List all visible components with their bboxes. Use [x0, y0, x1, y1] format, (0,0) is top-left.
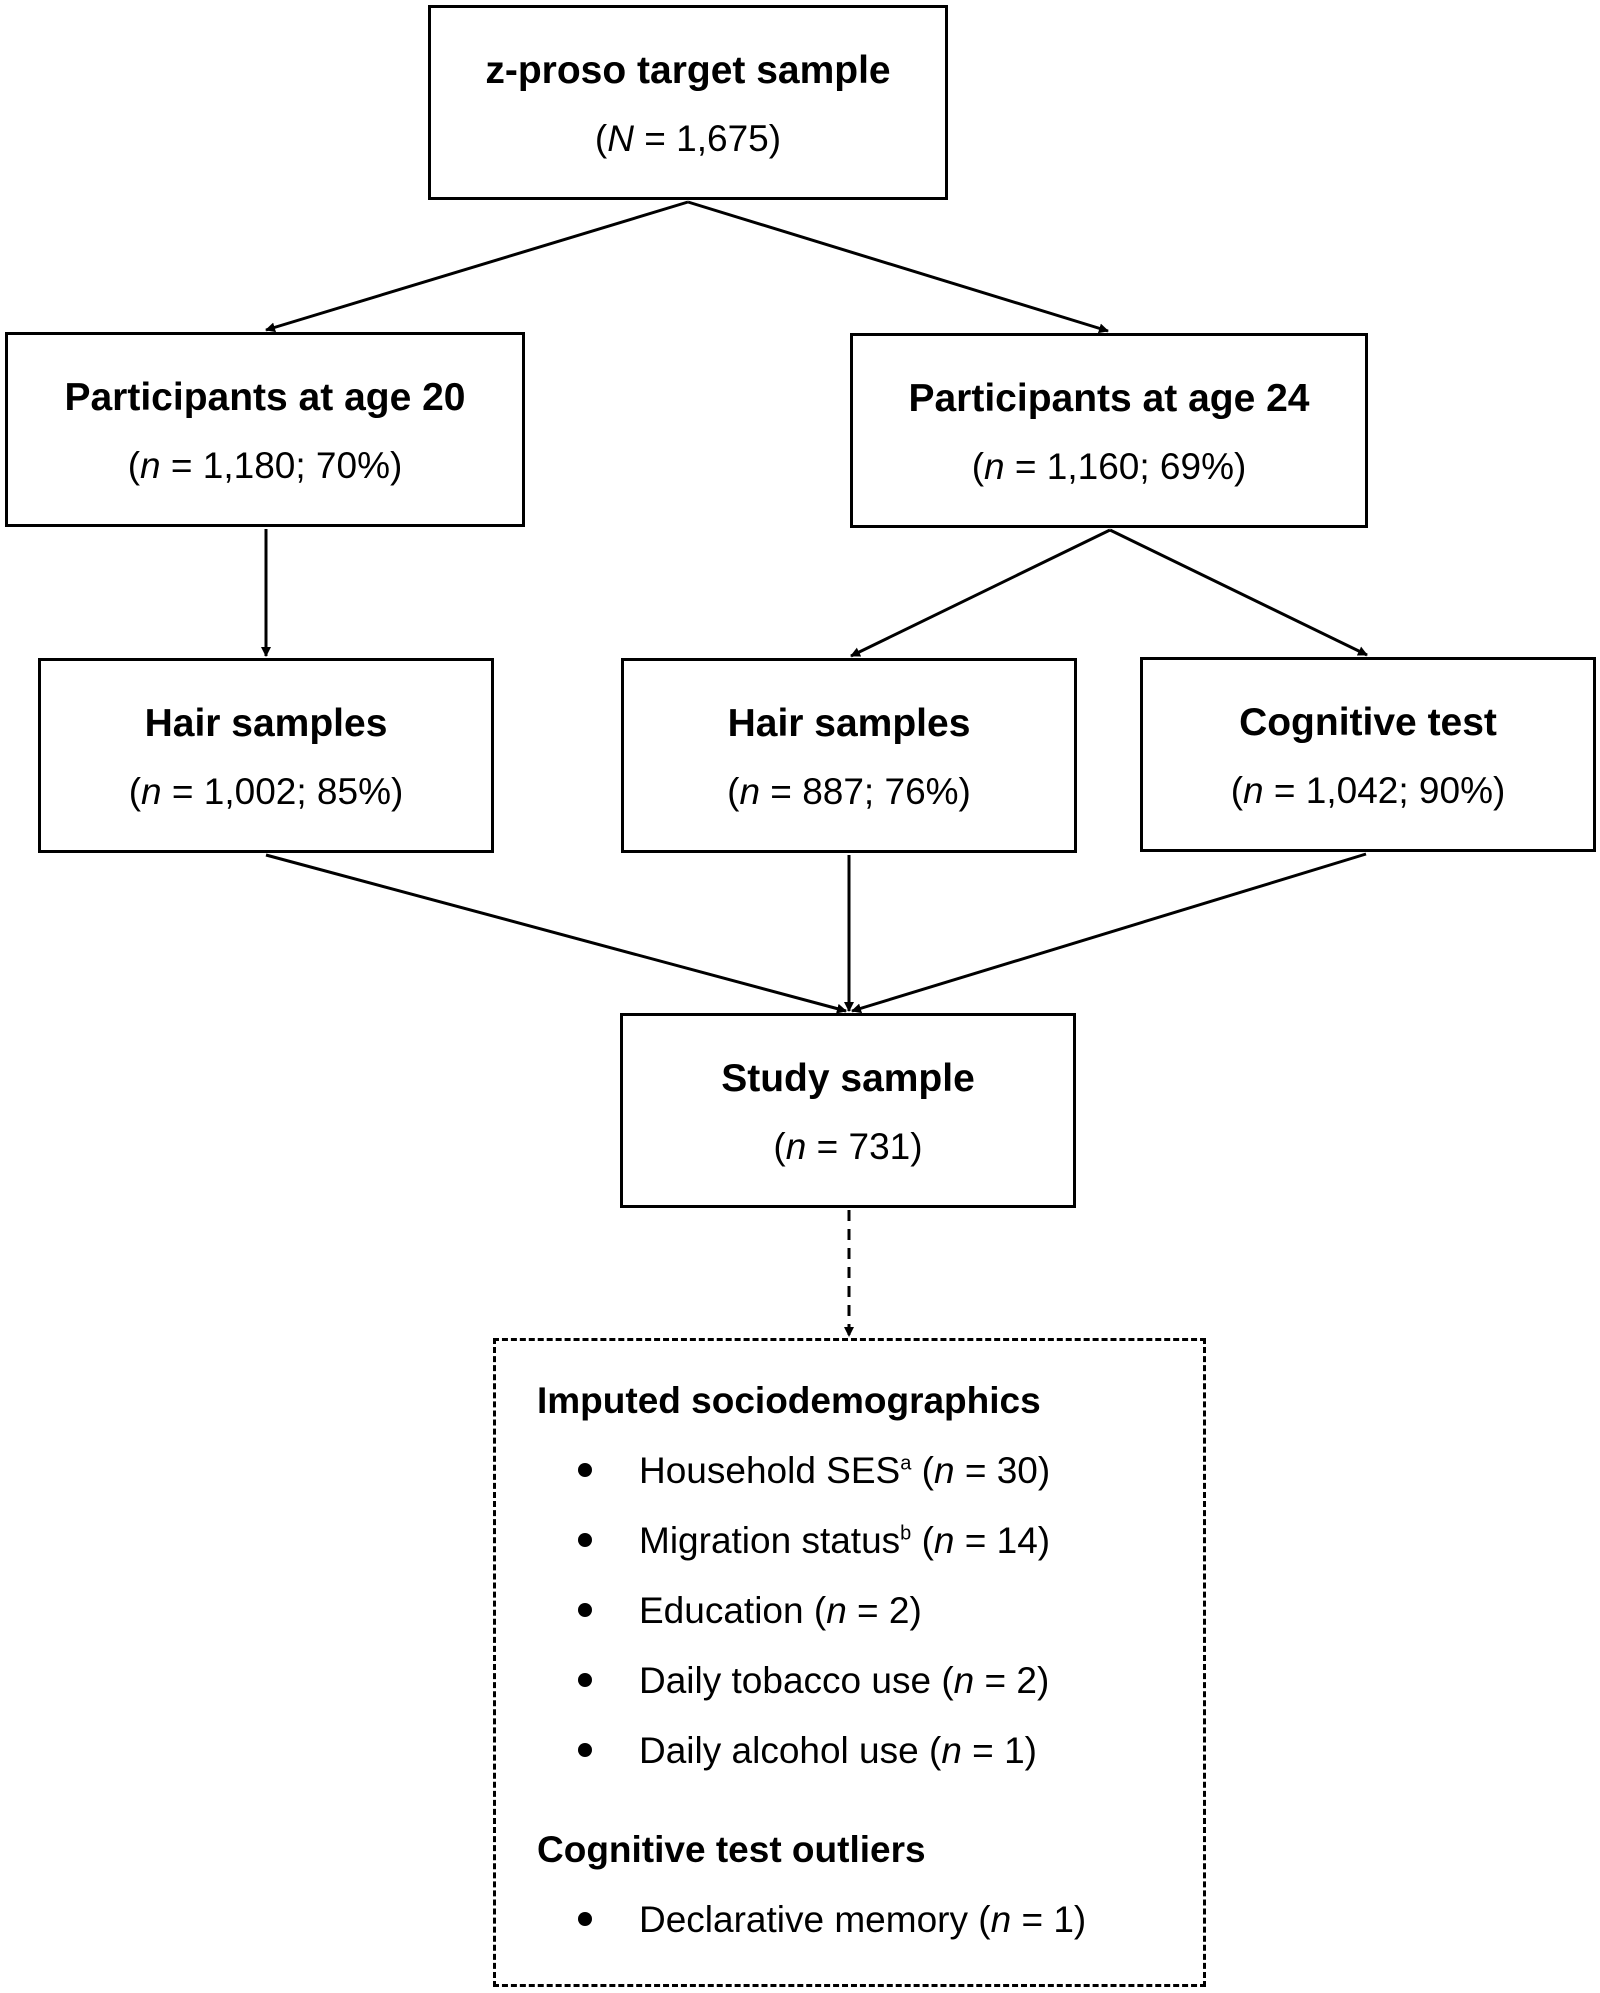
target-sample-count: (N = 1,675)	[594, 118, 782, 159]
cognitive-test-title: Cognitive test	[1239, 701, 1497, 744]
cognitive-test-outliers-heading: Cognitive test outliers	[537, 1829, 926, 1870]
participants-age20-title: Participants at age 20	[64, 376, 466, 419]
list-item-text: Household SESa (n = 30)	[639, 1450, 1051, 1491]
arrow-cog-to-study	[851, 852, 1367, 1014]
target-sample-title: z-proso target sample	[485, 49, 891, 92]
list-item-text: Declarative memory (n = 1)	[639, 1899, 1087, 1940]
arrow-age24-to-hair24	[850, 528, 1111, 658]
list-item-text: Migration statusb (n = 14)	[639, 1520, 1051, 1561]
list-item-text: Daily tobacco use (n = 2)	[639, 1660, 1050, 1701]
bullet-icon	[578, 1743, 592, 1757]
study-sample-title: Study sample	[721, 1057, 975, 1100]
arrow-age24-to-cog	[1109, 528, 1368, 657]
hair-samples-age24-box: Hair samples (n = 887; 76%)	[621, 658, 1077, 853]
imputed-sociodemographics-heading: Imputed sociodemographics	[537, 1380, 1041, 1421]
participants-age24-box: Participants at age 24 (n = 1,160; 69%)	[850, 333, 1368, 528]
participants-age24-title: Participants at age 24	[908, 377, 1310, 420]
cognitive-test-count: (n = 1,042; 90%)	[1230, 770, 1506, 811]
hair-samples-age20-title: Hair samples	[144, 702, 388, 745]
arrow-hair20-to-study	[265, 853, 847, 1014]
hair-samples-age20-box: Hair samples (n = 1,002; 85%)	[38, 658, 494, 853]
arrow-target-to-age20	[265, 200, 689, 333]
target-sample-box: z-proso target sample (N = 1,675)	[428, 5, 948, 200]
arrow-target-to-age24	[687, 200, 1109, 334]
participants-age20-count: (n = 1,180; 70%)	[127, 445, 403, 486]
bullet-icon	[578, 1533, 592, 1547]
list-item-text: Daily alcohol use (n = 1)	[639, 1730, 1037, 1771]
list-item-text: Education (n = 2)	[639, 1590, 922, 1631]
study-sample-count: (n = 731)	[773, 1126, 923, 1167]
participants-age20-box: Participants at age 20 (n = 1,180; 70%)	[5, 332, 525, 527]
bullet-icon	[578, 1603, 592, 1617]
study-sample-box: Study sample (n = 731)	[620, 1013, 1076, 1208]
hair-samples-age24-count: (n = 887; 76%)	[727, 771, 971, 812]
bullet-icon	[578, 1673, 592, 1687]
cognitive-test-box: Cognitive test (n = 1,042; 90%)	[1140, 657, 1596, 852]
hair-samples-age20-count: (n = 1,002; 85%)	[128, 771, 404, 812]
participants-age24-count: (n = 1,160; 69%)	[971, 446, 1247, 487]
bullet-icon	[578, 1912, 592, 1926]
bullet-icon	[578, 1463, 592, 1477]
hair-samples-age24-title: Hair samples	[727, 702, 971, 745]
imputation-notes-box: Imputed sociodemographics Household SESa…	[493, 1338, 1206, 1987]
